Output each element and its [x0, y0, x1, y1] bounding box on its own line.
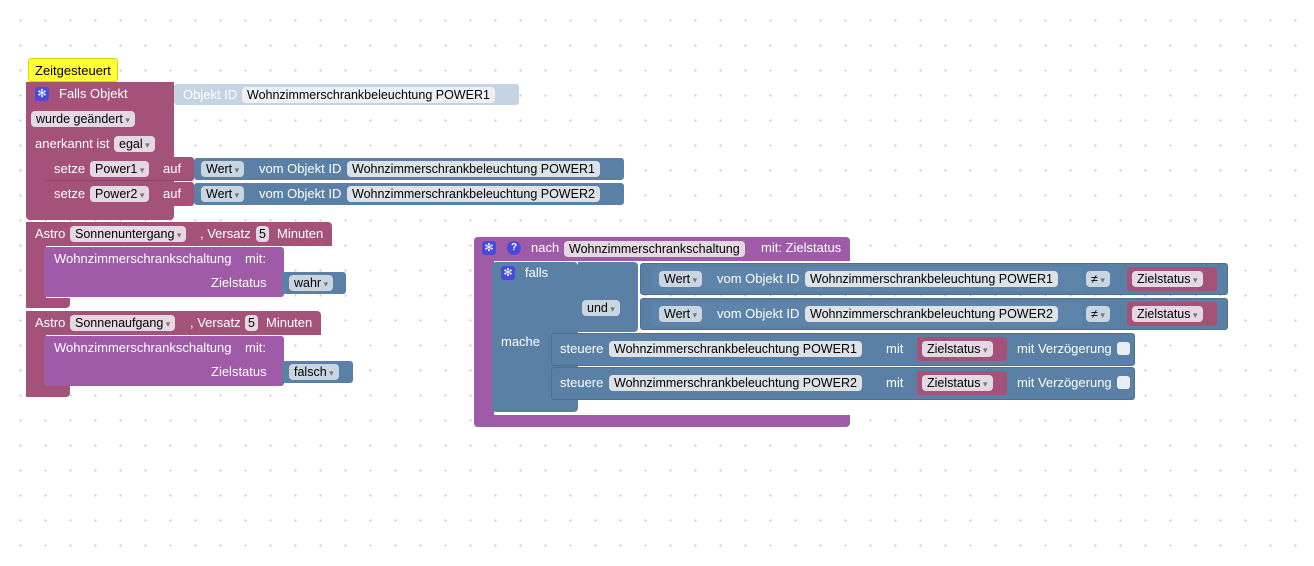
gear-icon[interactable]: ✻ — [482, 241, 496, 255]
operator-dropdown[interactable]: ≠ — [1086, 306, 1110, 322]
call-name: Wohnzimmerschrankschaltung — [54, 251, 232, 266]
mit-label: mit — [886, 375, 904, 390]
steuere-label: steuere — [560, 341, 604, 356]
function-call-block-2[interactable] — [44, 336, 284, 386]
vom-label: vom Objekt ID — [259, 161, 342, 176]
call-mit: mit: — [245, 340, 266, 355]
auf-label: auf — [163, 186, 182, 201]
object-field-power2[interactable]: Wohnzimmerschrankbeleuchtung POWER2 — [347, 186, 600, 202]
var-dropdown-power1[interactable]: Power1 — [90, 161, 150, 177]
object-field[interactable]: Wohnzimmerschrankbeleuchtung POWER1 — [805, 271, 1058, 287]
object-id-value[interactable]: Wohnzimmerschrankbeleuchtung POWER1 — [242, 87, 495, 103]
object-field[interactable]: Wohnzimmerschrankbeleuchtung POWER2 — [805, 306, 1058, 322]
vom-label: vom Objekt ID — [717, 306, 800, 321]
gear-icon[interactable]: ✻ — [501, 266, 515, 280]
condition-dropdown[interactable]: wurde geändert — [31, 111, 135, 127]
object-field-power1[interactable]: Wohnzimmerschrankbeleuchtung POWER1 — [347, 161, 600, 177]
mache-label: mache — [501, 334, 541, 349]
nach-label: nach — [531, 240, 560, 255]
value-dropdown-falsch[interactable]: falsch — [289, 364, 339, 380]
wert-dropdown[interactable]: Wert — [659, 306, 703, 322]
param-dropdown[interactable]: Zielstatus — [1132, 271, 1203, 287]
unit-label: Minuten — [277, 226, 324, 241]
wert-dropdown[interactable]: Wert — [659, 271, 703, 287]
var-dropdown-power2[interactable]: Power2 — [90, 186, 150, 202]
astro-event-dropdown[interactable]: Sonnenuntergang — [70, 226, 187, 242]
param-dropdown[interactable]: Zielstatus — [922, 341, 993, 357]
ack-dropdown[interactable]: egal — [114, 136, 155, 152]
operator-dropdown[interactable]: ≠ — [1086, 271, 1110, 287]
versatz-label: , Versatz — [190, 315, 241, 330]
object-id-input[interactable]: Objekt ID Wohnzimmerschrankbeleuchtung P… — [174, 84, 519, 105]
offset-field[interactable]: 5 — [245, 315, 258, 331]
help-icon[interactable]: ? — [507, 241, 521, 255]
param-dropdown[interactable]: Zielstatus — [922, 375, 993, 391]
value-dropdown-wahr[interactable]: wahr — [289, 275, 334, 291]
trigger-title: Falls Objekt — [59, 86, 128, 101]
comment-text: Zeitgesteuert — [35, 63, 111, 78]
delay-checkbox[interactable] — [1117, 376, 1130, 389]
delay-checkbox[interactable] — [1117, 342, 1130, 355]
offset-field[interactable]: 5 — [256, 226, 269, 242]
unit-label: Minuten — [266, 315, 313, 330]
and-block[interactable] — [578, 262, 638, 332]
delay-label: mit Verzögerung — [1017, 375, 1112, 390]
param-dropdown[interactable]: Zielstatus — [1132, 306, 1203, 322]
setze-label: setze — [54, 186, 86, 201]
wert-dropdown-2[interactable]: Wert — [201, 186, 245, 202]
steuere-label: steuere — [560, 375, 604, 390]
comment-label[interactable]: Zeitgesteuert — [28, 58, 118, 82]
auf-label: auf — [163, 161, 182, 176]
logic-dropdown[interactable]: und — [582, 300, 620, 316]
object-id-label: Objekt ID — [183, 87, 238, 102]
function-name-field[interactable]: Wohnzimmerschrankschaltung — [564, 241, 745, 257]
param-label: Zielstatus — [211, 275, 267, 290]
gear-icon[interactable]: ✻ — [35, 87, 49, 101]
function-call-block-1[interactable] — [44, 247, 284, 297]
versatz-label: , Versatz — [200, 226, 251, 241]
vom-label: vom Objekt ID — [717, 271, 800, 286]
mit-label: mit — [886, 341, 904, 356]
ack-label: anerkannt ist — [35, 136, 110, 151]
object-field[interactable]: Wohnzimmerschrankbeleuchtung POWER2 — [609, 375, 862, 391]
param-label: Zielstatus — [211, 364, 267, 379]
call-mit: mit: — [245, 251, 266, 266]
astro-label: Astro — [35, 226, 66, 241]
params-label: mit: Zielstatus — [761, 240, 842, 255]
astro-event-dropdown[interactable]: Sonnenaufgang — [70, 315, 176, 331]
setze-label: setze — [54, 161, 86, 176]
falls-label: falls — [525, 265, 549, 280]
vom-label: vom Objekt ID — [259, 186, 342, 201]
delay-label: mit Verzögerung — [1017, 341, 1112, 356]
object-field[interactable]: Wohnzimmerschrankbeleuchtung POWER1 — [609, 341, 862, 357]
astro-label: Astro — [35, 315, 66, 330]
call-name: Wohnzimmerschrankschaltung — [54, 340, 232, 355]
wert-dropdown-1[interactable]: Wert — [201, 161, 245, 177]
